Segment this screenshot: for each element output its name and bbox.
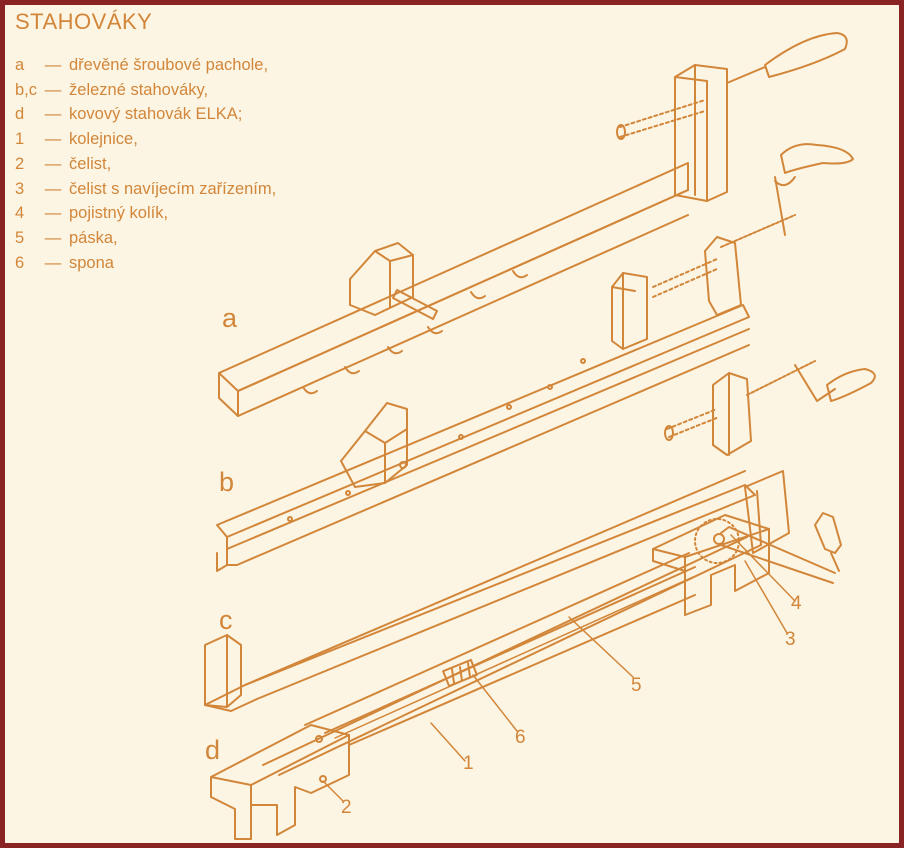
clamp-a-drawing: [218, 32, 848, 417]
legend-key: a: [15, 56, 25, 74]
legend-item: 2—čelist,: [15, 152, 276, 177]
clamps-drawing: [204, 32, 876, 840]
part-label-3: 3: [785, 629, 796, 650]
legend-item: a—dřevěné šroubové pachole,: [15, 53, 276, 78]
legend-text: pojistný kolík,: [69, 204, 169, 223]
clamp-d-drawing: [210, 470, 842, 840]
legend-text: kolejnice,: [69, 130, 138, 149]
legend-key: 3: [15, 179, 25, 198]
legend-key: d: [15, 105, 25, 124]
legend-item: 1—kolejnice,: [15, 127, 276, 152]
legend-item: 6—spona: [15, 251, 276, 276]
legend-item: d—kovový stahovák ELKA;: [15, 102, 276, 127]
figure-label-a: a: [222, 303, 238, 333]
legend-list: a—dřevěné šroubové pachole, b,c—železné …: [15, 53, 276, 275]
figure-label-b: b: [219, 467, 235, 497]
legend-key: 2: [15, 154, 25, 173]
legend-text: kovový stahovák ELKA;: [69, 105, 243, 124]
legend-text: železné stahováky,: [69, 80, 209, 99]
legend-text: čelist,: [69, 154, 112, 173]
legend-text: spona: [69, 253, 114, 272]
legend-text: čelist s navíjecím zařízením,: [69, 179, 277, 198]
part-label-6: 6: [515, 727, 526, 748]
legend-key: 1: [15, 130, 25, 149]
legend-item: 3—čelist s navíjecím zařízením,: [15, 177, 276, 202]
clamp-c-drawing: [204, 360, 876, 712]
legend-text: páska,: [69, 228, 118, 247]
legend-item: 5—páska,: [15, 226, 276, 251]
legend-text: dřevěné šroubové pachole,: [69, 56, 269, 74]
figure-label-d: d: [205, 735, 221, 765]
legend-key: 5: [15, 228, 25, 247]
part-label-4: 4: [791, 593, 802, 614]
clamp-b-drawing: [216, 143, 854, 572]
legend-key: 4: [15, 204, 25, 223]
part-label-5: 5: [631, 675, 642, 696]
legend-key: b,c: [15, 80, 38, 99]
page-title: STAHOVÁKY: [15, 9, 153, 34]
legend-item: b,c—železné stahováky,: [15, 78, 276, 103]
part-label-2: 2: [341, 797, 352, 818]
leader-lines: [322, 534, 796, 802]
legend-item: 4—pojistný kolík,: [15, 201, 276, 226]
legend-key: 6: [15, 253, 25, 272]
part-label-1: 1: [463, 753, 474, 774]
figure-label-c: c: [219, 605, 233, 635]
